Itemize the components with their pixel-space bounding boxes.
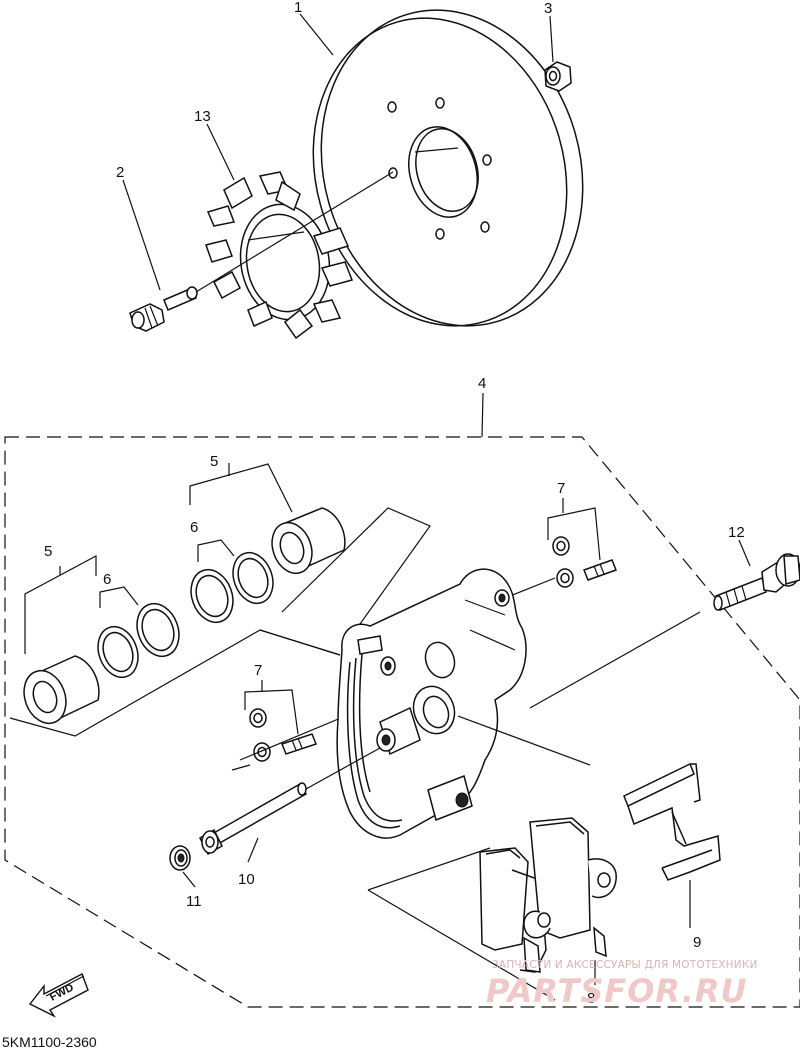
watermark-tagline: ЗАПЧАСТИ И АКСЕССУАРЫ ДЛЯ МОТОТЕХНИКИ <box>492 959 758 971</box>
caliper-mounting-bolt <box>713 553 800 611</box>
callout-labels: 1 2 3 4 5 5 6 6 7 7 8 9 10 11 12 13 <box>44 0 745 1007</box>
leader-lines <box>122 13 751 888</box>
callout-11: 11 <box>186 893 202 910</box>
upper-piston-set <box>189 463 431 639</box>
lower-piston-set <box>9 554 341 737</box>
disc-cover <box>205 171 354 340</box>
callout-12: 12 <box>728 524 745 541</box>
pin-plug <box>169 845 191 871</box>
callout-8: 8 <box>587 990 595 1007</box>
callout-5-lower: 5 <box>44 543 52 560</box>
caliper-assembly-boundary <box>4 436 800 1008</box>
lower-bleeder-set <box>231 680 361 771</box>
callout-4: 4 <box>478 375 486 392</box>
callout-7-upper: 7 <box>557 480 565 497</box>
callout-13: 13 <box>194 108 211 125</box>
cover-bolt <box>129 171 394 332</box>
caliper-body <box>259 568 701 839</box>
brake-disc <box>312 9 584 327</box>
forward-direction-arrow: FWD <box>28 973 89 1018</box>
site-watermark: ЗАПЧАСТИ И АКСЕССУАРЫ ДЛЯ МОТОТЕХНИКИ PA… <box>486 959 758 1010</box>
disc-nut <box>544 61 572 92</box>
diagram-code: 5KM1100-2360 <box>2 1034 97 1050</box>
callout-10: 10 <box>238 871 255 888</box>
callout-6-lower: 6 <box>103 571 111 588</box>
pad-spring <box>623 762 721 928</box>
callout-9: 9 <box>693 934 701 951</box>
callout-7-lower: 7 <box>254 662 262 679</box>
callout-5-upper: 5 <box>210 453 218 470</box>
callout-1: 1 <box>294 0 302 16</box>
brake-pad-set <box>367 817 617 1001</box>
watermark-brand: PARTSFOR.RU <box>486 972 747 1010</box>
callout-3: 3 <box>544 0 552 17</box>
pad-pin <box>199 747 381 856</box>
callout-2: 2 <box>116 164 124 181</box>
callout-6-upper: 6 <box>190 519 198 536</box>
upper-bleeder-set <box>504 498 617 599</box>
